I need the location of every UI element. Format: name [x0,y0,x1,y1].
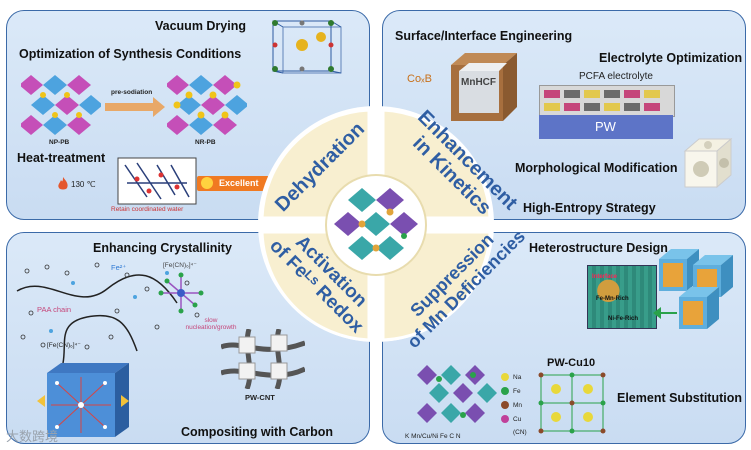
pcfa-label: PCFA electrolyte [579,71,653,82]
pw-cu10-label: PW-Cu10 [547,357,596,369]
pw-label: PW [595,119,616,134]
paa-chain-diagram [16,262,200,363]
arrow-left-icon [653,307,677,319]
pw-bar: PW [539,115,673,139]
cube-cluster-image [659,249,733,329]
heterostructure-map: Interface Fe-Mn-Rich Ni-Fe-Rich [587,265,657,329]
ni-fe-rich-label: Ni-Fe-Rich [608,316,638,322]
optimization-label: Optimization of Synthesis Conditions [19,47,242,61]
fe-cn6-label-right: [Fe(CN)₆]⁴⁻ [163,262,197,269]
fe-cn6-complex-image [158,272,204,314]
element-substitution-label: Element Substitution [617,391,742,405]
np-pb-label: NP-PB [49,139,70,146]
fe-mn-rich-label: Fe-Mn-Rich [596,296,629,302]
legend-cn: (CN) [513,429,527,436]
legend-cu: Cu [513,416,522,423]
high-entropy-label: High-Entropy Strategy [523,201,656,215]
enhancing-crystallinity-label: Enhancing Crystallinity [93,241,232,255]
retain-water-label: Retain coordinated water [111,206,184,213]
substituted-structure-image [417,365,497,423]
element-legend-markers [501,373,509,423]
heterostructure-label: Heterostructure Design [529,241,668,255]
temperature-label: 130 ℃ [71,180,96,189]
np-pb-crystal-image [21,75,101,135]
surface-engineering-label: Surface/Interface Engineering [395,29,573,43]
interface-label: Interface [592,274,618,280]
legend-fe: Fe [513,388,521,395]
flame-icon [58,177,68,190]
pcfa-layer [539,85,675,117]
bottom-legend-label: K Mn/Cu/Ni Fe C N [405,433,461,440]
fe-cn6-label-left: [Fe(CN)₆]⁴⁻ [47,342,81,349]
crystallinity-cube-image [37,363,129,437]
panel-suppression: Heterostructure Design Interface Fe-Mn-R… [382,232,746,444]
arrow-right-icon [105,97,165,117]
legend-na: Na [513,374,522,381]
cox-b-label: CoₓB [407,73,433,85]
pre-sodiation-label: pre-sodiation [111,89,153,96]
coordinated-water-structure-image [117,157,197,205]
slow-nucleation-label: slow nucleation/growth [185,317,237,331]
excellent-badge: Excellent [197,176,269,191]
fe-ion-label: Fe²⁺ [111,263,127,272]
panel-kinetics: Surface/Interface Engineering Electrolyt… [382,10,746,220]
paa-chain-label: PAA chain [37,305,72,314]
pw-cnt-label: PW-CNT [245,393,275,402]
compositing-label: Compositing with Carbon [181,425,334,439]
morphological-label: Morphological Modification [515,161,678,175]
excellent-label: Excellent [219,178,259,188]
heat-treatment-label: Heat-treatment [17,151,106,165]
watermark: 大数跨境 [6,429,59,444]
mnhcf-label: MnHCF [461,77,496,88]
legend-mn: Mn [513,402,523,409]
hollow-cube-image [683,137,733,189]
vacuum-drying-label: Vacuum Drying [155,19,246,33]
pw-cnt-image [221,329,305,389]
smiley-icon [201,177,213,189]
electrolyte-optimization-label: Electrolyte Optimization [599,51,743,65]
crystal-structure-image [272,20,342,74]
pw-cu10-lattice-image [538,372,606,434]
nr-pb-crystal-image [167,75,247,135]
nr-pb-label: NR-PB [195,139,216,146]
